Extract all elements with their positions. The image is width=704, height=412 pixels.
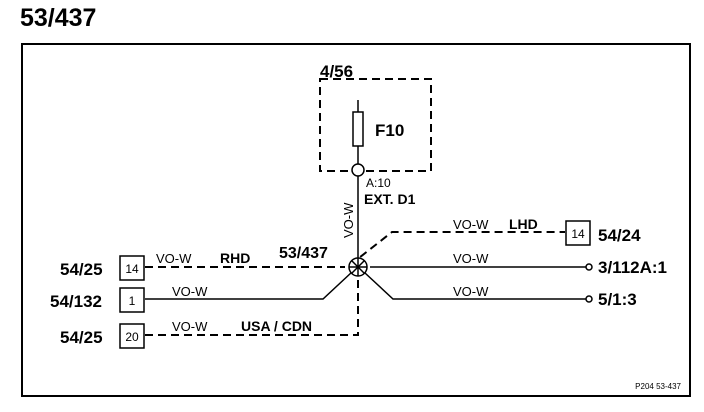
connector-pin: A:10	[366, 176, 391, 190]
wire-lhd-color: VO-W	[453, 217, 489, 232]
page-title: 53/437	[20, 4, 96, 32]
fuse-icon	[352, 111, 364, 147]
terminal-3-112a-icon	[585, 263, 593, 271]
wire-lhd-variant: LHD	[509, 216, 538, 232]
ref-54-132: 54/132	[50, 292, 102, 311]
wire-rhd-color: VO-W	[156, 251, 192, 266]
wire-lhd	[349, 231, 565, 266]
wire-usa-cdn	[145, 276, 359, 336]
pin-box-54-24	[565, 220, 591, 246]
ref-54-25-b: 54/25	[60, 328, 103, 347]
wire-rhd-variant: RHD	[220, 250, 250, 266]
wire-usa-cdn-variant: USA / CDN	[241, 318, 312, 334]
pin-box-54-25-20	[119, 323, 145, 349]
connector-name: EXT. D1	[364, 191, 416, 207]
wire-5-1-color: VO-W	[453, 284, 489, 299]
wire-3-112a-color: VO-W	[453, 251, 489, 266]
ref-54-24: 54/24	[598, 226, 641, 245]
pin-54-25-14: 14	[125, 262, 139, 276]
splice-ref: 53/437	[279, 245, 328, 262]
vertical-wire-color: VO-W	[341, 202, 356, 238]
terminal-5-1-icon	[585, 295, 593, 303]
wire-usa-cdn-color: VO-W	[172, 319, 208, 334]
pin-box-54-25-14	[119, 255, 145, 281]
ref-5-1: 5/1:3	[598, 290, 637, 309]
wire-54-132-color: VO-W	[172, 284, 208, 299]
ref-54-25-a: 54/25	[60, 260, 103, 279]
fuse-box-outline	[319, 78, 432, 172]
fuse-label: F10	[375, 121, 404, 140]
pin-54-25-20: 20	[125, 330, 139, 344]
diagram-frame	[21, 43, 691, 397]
footer-code: P204 53-437	[635, 382, 681, 391]
connector-pin-icon	[351, 163, 365, 177]
pin-54-132: 1	[129, 294, 136, 308]
pin-box-54-132	[119, 287, 145, 313]
splice-icon	[348, 257, 368, 277]
wire-54-132	[145, 271, 353, 300]
wire-5-1	[364, 272, 586, 300]
ref-3-112a: 3/112A:1	[598, 258, 667, 277]
pin-54-24: 14	[571, 227, 585, 241]
fuse-box-ref: 4/56	[320, 62, 353, 81]
